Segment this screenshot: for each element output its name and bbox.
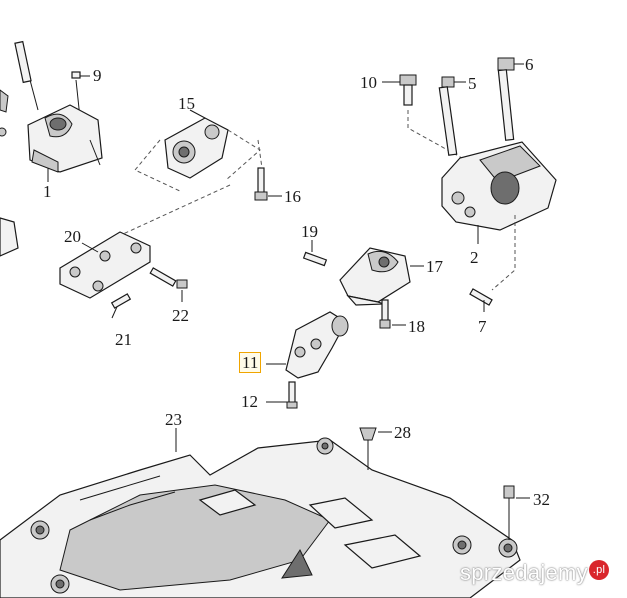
callout-9: 9 (93, 66, 102, 85)
callout-18: 18 (408, 317, 425, 336)
callout-16: 16 (284, 187, 301, 206)
callout-7: 7 (478, 317, 487, 336)
callout-17: 17 (426, 257, 443, 276)
callout-10: 10 (360, 73, 377, 92)
callout-2: 2 (470, 248, 479, 267)
watermark: sprzedajemy.pl (460, 560, 609, 586)
watermark-text: sprzedajemy (459, 560, 588, 585)
callout-22: 22 (172, 306, 189, 325)
callout-32: 32 (533, 490, 550, 509)
bolt-32 (503, 485, 530, 540)
callout-6: 6 (525, 55, 534, 74)
callout-1: 1 (43, 182, 52, 201)
callout-15: 15 (178, 94, 195, 113)
callout-21: 21 (115, 330, 132, 349)
callout-11: 11 (239, 352, 262, 373)
callout-5: 5 (468, 74, 477, 93)
torque-link-11 (266, 311, 349, 409)
callout-20: 20 (64, 227, 81, 246)
callout-19: 19 (301, 222, 318, 241)
torque-rod-15 (134, 109, 261, 193)
engine-mount-1 (14, 40, 103, 182)
mount-17 (302, 240, 424, 329)
callout-23: 23 (165, 410, 182, 429)
left-edge-parts (0, 89, 19, 257)
watermark-badge: .pl (589, 560, 609, 580)
bracket-20 (59, 231, 188, 319)
underbody-shield-23 (0, 428, 521, 598)
callout-12: 12 (241, 392, 258, 411)
bolt-16 (254, 139, 282, 201)
clip-28 (359, 427, 392, 470)
engine-mount-2 (382, 57, 557, 312)
callout-28: 28 (394, 423, 411, 442)
